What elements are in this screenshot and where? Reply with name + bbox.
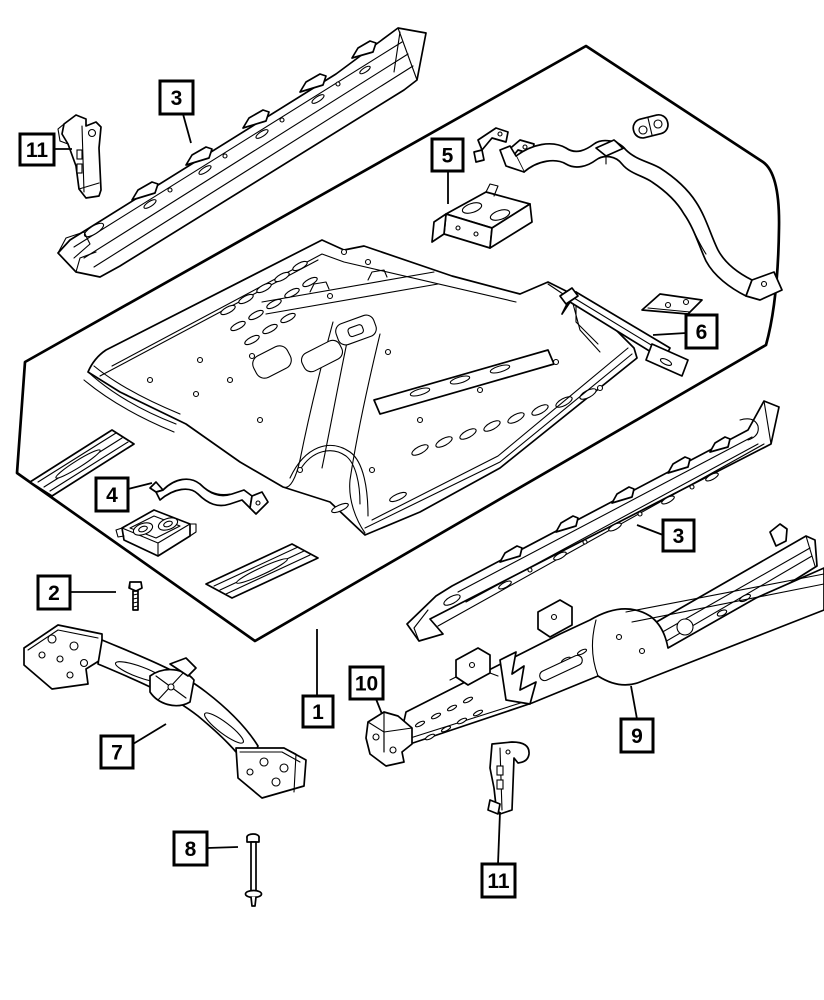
callout-5-2[interactable]: 5 — [430, 137, 465, 204]
callout-box[interactable] — [348, 665, 385, 701]
callout-box[interactable] — [99, 734, 135, 770]
frame-side-rail — [397, 567, 824, 749]
rear-support-rail — [559, 287, 689, 377]
rear-crossmember-brace — [499, 139, 783, 301]
rail-end-bracket — [365, 711, 413, 767]
callout-number: 4 — [106, 484, 118, 507]
callout-number: 1 — [312, 701, 324, 724]
callout-leader-line — [652, 332, 687, 336]
callout-number: 7 — [111, 742, 123, 765]
rocker-panel-right — [406, 400, 780, 642]
callout-7-9[interactable]: 7 — [99, 723, 167, 770]
callout-number: 11 — [26, 139, 49, 162]
bolt-short — [128, 581, 143, 611]
callout-leader-line — [182, 113, 192, 144]
callout-number: 3 — [673, 525, 685, 548]
bolt-long — [244, 833, 263, 907]
callout-number: 10 — [355, 673, 378, 696]
rocker-panel-top — [57, 27, 427, 278]
transmission-crossmember — [23, 624, 307, 799]
callout-number: 8 — [185, 838, 197, 861]
callout-leader-line — [206, 846, 239, 849]
callout-3-1[interactable]: 3 — [158, 79, 195, 144]
callout-number: 11 — [487, 870, 510, 893]
callout-leader-line — [375, 698, 383, 715]
tray-bracket — [115, 509, 197, 557]
callout-2-6[interactable]: 2 — [36, 574, 116, 611]
callout-leader-line — [127, 482, 153, 490]
callout-box[interactable] — [661, 518, 696, 553]
callout-number: 9 — [631, 725, 643, 748]
callout-10-8[interactable]: 10 — [348, 665, 385, 715]
callout-box[interactable] — [18, 132, 56, 167]
two-hole-clip-bracket — [632, 113, 669, 139]
cab-mount-bracket-top — [57, 114, 102, 199]
brace-foot-plate — [641, 293, 703, 315]
callout-number: 6 — [696, 321, 708, 344]
callout-box[interactable] — [684, 313, 719, 350]
callout-number: 2 — [48, 582, 60, 605]
callout-box[interactable] — [430, 137, 465, 173]
callout-8-10[interactable]: 8 — [172, 830, 239, 867]
callout-layer: 11 3 5 6 3 4 2 1 10 7 8 9 11 — [18, 79, 719, 899]
callout-number: 3 — [171, 87, 183, 110]
callout-1-7[interactable]: 1 — [301, 629, 335, 729]
callout-leader-line — [630, 685, 638, 720]
callout-leader-line — [497, 811, 501, 865]
seat-riser-support-arm — [149, 478, 269, 515]
callout-11-12[interactable]: 11 — [480, 811, 517, 899]
callout-box[interactable] — [158, 79, 195, 116]
seat-support-bracket — [431, 183, 533, 249]
callout-11-0[interactable]: 11 — [18, 132, 72, 167]
callout-6-3[interactable]: 6 — [652, 313, 719, 350]
callout-box[interactable] — [480, 862, 517, 899]
callout-box[interactable] — [301, 694, 335, 729]
callout-leader-line — [636, 524, 664, 536]
callout-9-11[interactable]: 9 — [619, 685, 655, 754]
floor-boundary-outline — [15, 44, 781, 643]
cab-mount-bracket-bottom — [487, 741, 530, 815]
callout-4-5[interactable]: 4 — [94, 476, 153, 513]
silencer-pad-bottom — [205, 543, 319, 599]
callout-3-4[interactable]: 3 — [636, 518, 696, 553]
callout-number: 5 — [442, 145, 454, 168]
silencer-pad-left — [29, 429, 135, 497]
callout-box[interactable] — [94, 476, 130, 513]
callout-box[interactable] — [619, 717, 655, 754]
callout-box[interactable] — [172, 830, 209, 867]
callout-box[interactable] — [36, 574, 72, 611]
callout-leader-line — [132, 723, 167, 745]
